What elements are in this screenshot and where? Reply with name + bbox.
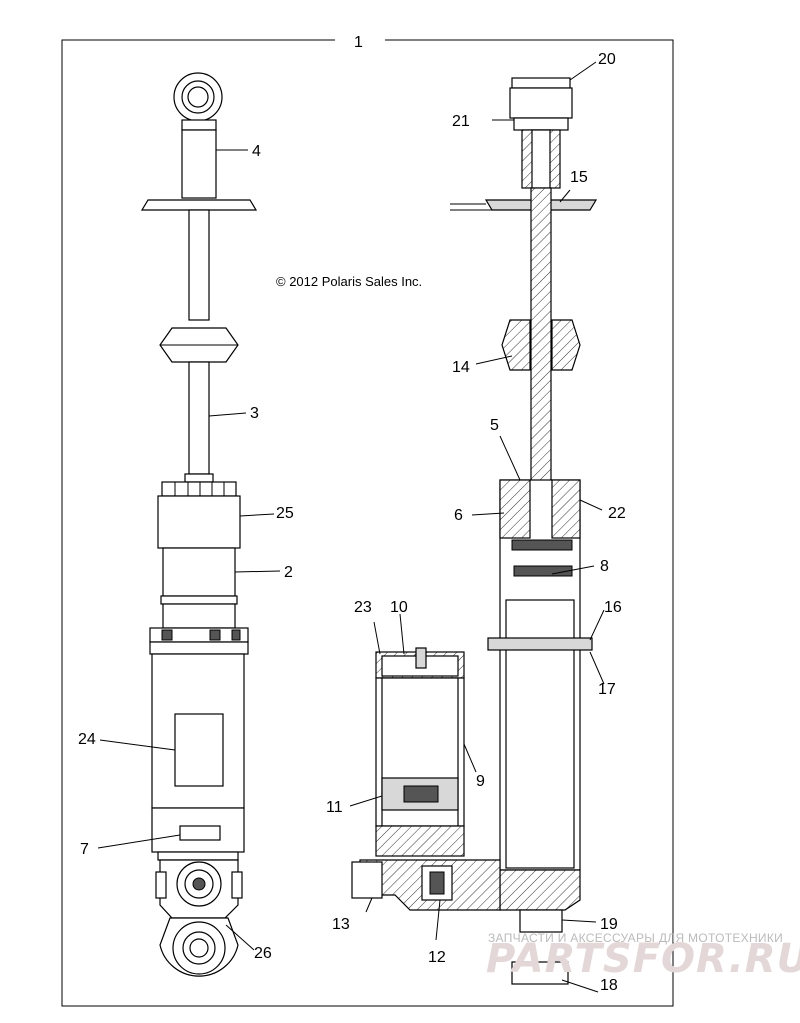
callout-13: 13 [332,916,350,933]
top-eyelet-cap [511,77,571,89]
upper-mount-body [181,129,217,199]
callout-22: 22 [608,505,626,522]
diagram-frame [61,39,674,1007]
shaft-upper [188,209,210,321]
leader-lines [97,61,605,993]
callout-15: 15 [570,169,588,186]
piston-stack [513,565,573,577]
callout-17: 17 [598,681,616,698]
callout-2: 2 [284,564,293,581]
assembled-shock [140,72,258,977]
callout-4: 4 [252,143,261,160]
callout-10: 10 [390,599,408,616]
spring-seat-plate [140,199,258,211]
callout-25: 25 [276,505,294,522]
callout-16: 16 [604,599,622,616]
callout-26: 26 [254,945,272,962]
callout-8: 8 [600,558,609,575]
callout-6: 6 [454,507,463,524]
label-plate [174,713,224,787]
shock-body-upper [162,547,236,597]
watermark-tagline: ЗАПЧАСТИ И АКСЕССУАРЫ ДЛЯ МОТОТЕХНИКИ [488,931,783,945]
callout-12: 12 [428,949,446,966]
copyright-text: © 2012 Polaris Sales Inc. [276,274,422,289]
top-cap [161,481,237,497]
compression-adjuster [351,861,383,899]
callout-11: 11 [326,799,343,816]
callout-3: 3 [250,405,259,422]
shaft-lower [188,361,210,475]
callout-9: 9 [476,773,485,790]
callout-21: 21 [452,113,470,130]
watermark-brand: PARTSFOR.RU [486,936,800,982]
cutaway-shock [351,77,598,985]
callout-24: 24 [78,731,96,748]
cut-lower-mount [511,961,569,985]
label-plate-small [179,825,221,841]
callout-5: 5 [490,417,499,434]
callout-18: 18 [600,977,618,994]
frame-label: 1 [354,34,363,51]
callout-7: 7 [80,841,89,858]
callout-14: 14 [452,359,470,376]
callout-19: 19 [600,916,618,933]
cut-collar [487,637,593,651]
callout-23: 23 [354,599,372,616]
callout-20: 20 [598,51,616,68]
